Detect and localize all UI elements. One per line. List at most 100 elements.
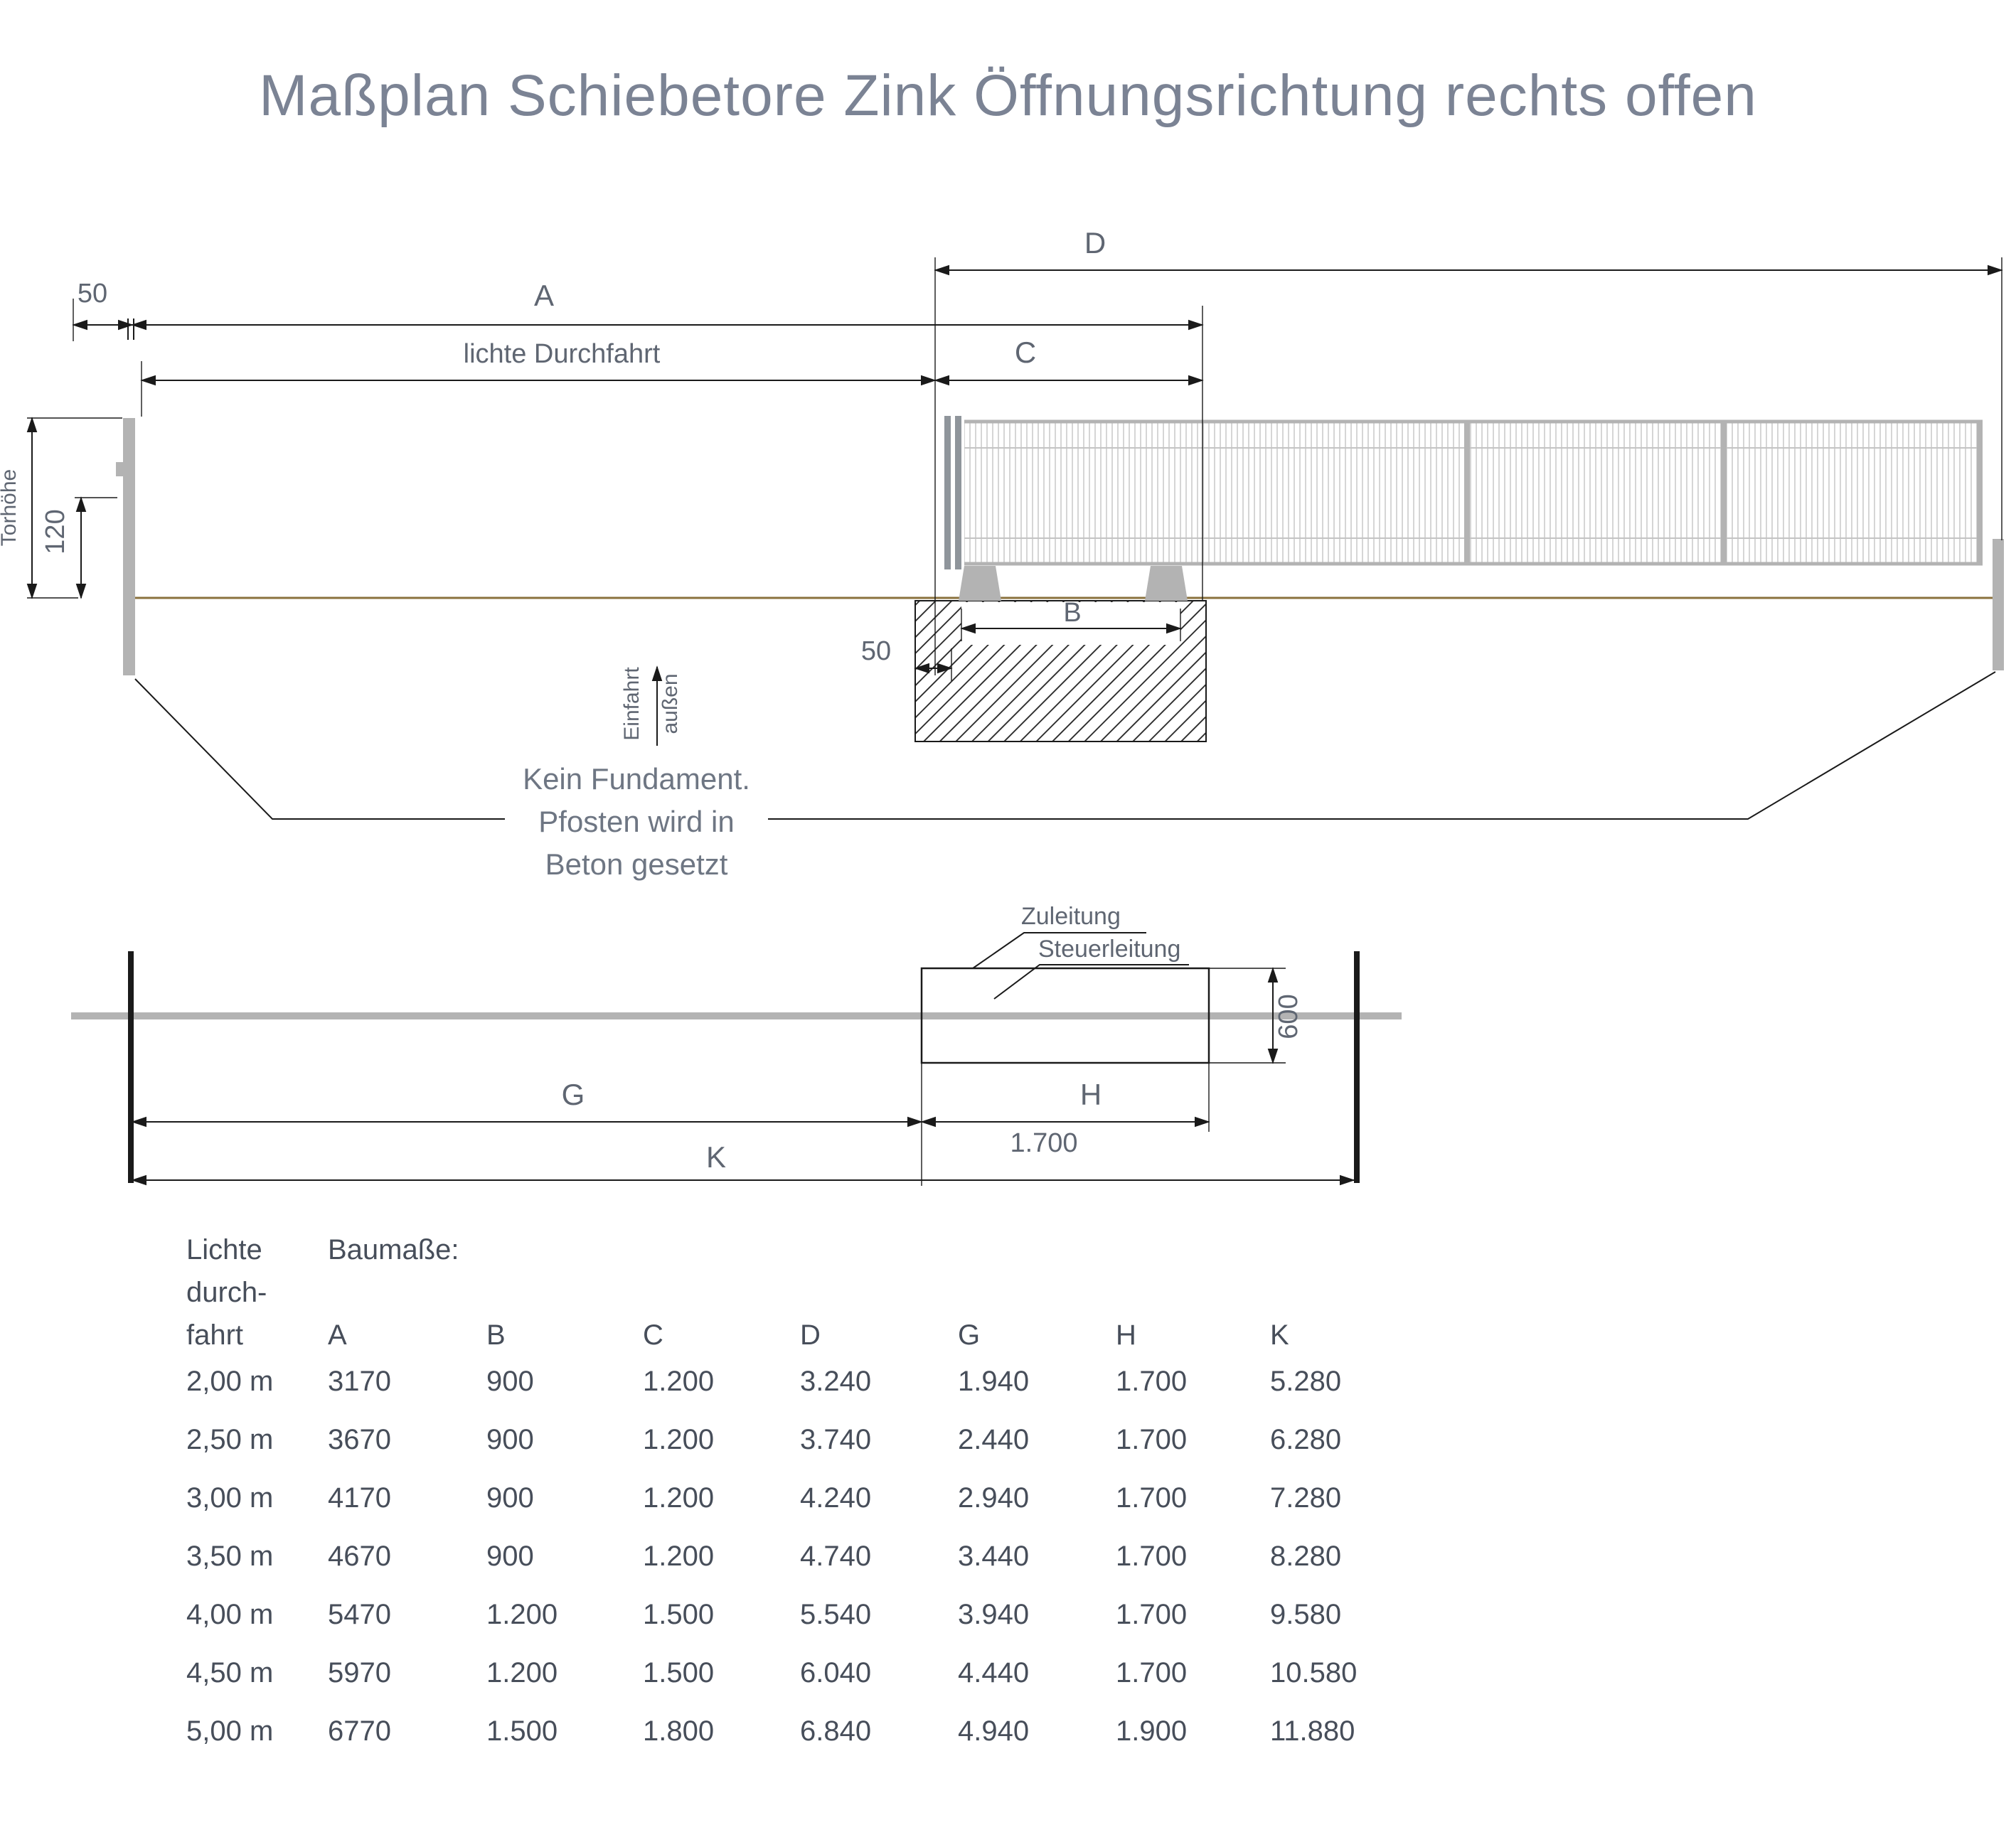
dimension-lichte-durchfahrt: lichte Durchfahrt [140, 339, 937, 417]
table-row: 4,50 m 5970 1.200 1.500 6.040 4.440 1.70… [186, 1631, 1448, 1689]
cell-G: 3.940 [958, 1599, 1030, 1630]
dimension-50-top: 50 [72, 279, 134, 341]
dimension-50-foundation: 50 [861, 636, 953, 681]
dimension-torhoehe: Torhöhe [0, 417, 122, 599]
table-col1-header: Lichte [186, 1234, 262, 1265]
cell-A: 6770 [328, 1715, 391, 1747]
table-row: 2,00 m 3170 900 1.200 3.240 1.940 1.700 … [186, 1351, 1448, 1398]
page-title: Maßplan Schiebetore Zink Öffnungsrichtun… [259, 63, 1757, 128]
cell-H: 1.700 [1116, 1599, 1188, 1630]
dim-A-label: A [534, 279, 554, 312]
dim-C-label: C [1015, 336, 1036, 369]
table-row: 3,00 m 4170 900 1.200 4.240 2.940 1.700 … [186, 1456, 1448, 1514]
cell-H: 1.700 [1116, 1482, 1188, 1514]
plan-right-post [1354, 951, 1360, 1183]
table-col1-header: durch- [186, 1277, 267, 1308]
cell-lichte-durchfahrt: 4,00 m [186, 1599, 274, 1630]
baumasse-header: Baumaße: [328, 1234, 459, 1265]
dim-G-label: G [562, 1078, 585, 1111]
table-row: 3,50 m 4670 900 1.200 4.740 3.440 1.700 … [186, 1514, 1448, 1573]
dimension-C: C [934, 336, 1204, 386]
dimension-K: K [131, 1140, 1355, 1186]
note-line-3: Beton gesetzt [545, 847, 728, 881]
cell-C: 1.200 [643, 1366, 715, 1397]
note-line-2: Pfosten wird in [538, 805, 734, 838]
col-header-C: C [643, 1319, 663, 1351]
cell-B: 900 [486, 1541, 534, 1572]
cell-D: 5.540 [800, 1599, 872, 1630]
gate-frame-end [1977, 420, 1983, 565]
cell-A: 4670 [328, 1541, 391, 1572]
dim-120-label: 120 [41, 509, 70, 554]
col-header-B: B [486, 1319, 506, 1351]
gate-guide-post [955, 416, 961, 569]
aussen-label: außen [658, 673, 682, 734]
dim-B-label: B [1063, 598, 1081, 628]
cell-C: 1.200 [643, 1482, 715, 1514]
foundation-note: Kein Fundament. Pfosten wird in Beton ge… [134, 671, 1996, 881]
cell-lichte-durchfahrt: 2,50 m [186, 1424, 274, 1455]
cell-H: 1.700 [1116, 1541, 1188, 1572]
sliding-gate [944, 416, 1983, 601]
dimension-A: A [131, 279, 1204, 601]
dim-50-foundation-label: 50 [861, 636, 891, 666]
cell-lichte-durchfahrt: 4,50 m [186, 1657, 274, 1688]
note-line-1: Kein Fundament. [523, 762, 750, 796]
cell-H: 1.700 [1116, 1657, 1188, 1688]
gate-guide-post [944, 416, 951, 569]
table-row: 4,00 m 5470 1.200 1.500 5.540 3.940 1.70… [186, 1573, 1448, 1631]
cell-G: 2.940 [958, 1482, 1030, 1514]
cell-B: 900 [486, 1482, 534, 1514]
foundation-block [914, 600, 1207, 742]
einfahrt-label: Einfahrt [620, 667, 644, 741]
cell-D: 4.740 [800, 1541, 872, 1572]
cell-lichte-durchfahrt: 2,00 m [186, 1366, 274, 1397]
col-header-D: D [800, 1319, 821, 1351]
cell-K: 9.580 [1270, 1599, 1342, 1630]
steuerleitung-label: Steuerleitung [1038, 936, 1180, 963]
cell-G: 3.440 [958, 1541, 1030, 1572]
einfahrt-aussen-indicator: Einfahrt außen [620, 665, 682, 746]
cell-C: 1.200 [643, 1541, 715, 1572]
dim-600-label: 600 [1274, 994, 1303, 1039]
dimension-G: G [131, 1063, 923, 1186]
dim-1700-label: 1.700 [1010, 1128, 1077, 1158]
cell-H: 1.700 [1116, 1366, 1188, 1397]
gate-frame-divider [1721, 420, 1727, 565]
cell-B: 1.200 [486, 1599, 558, 1630]
dim-lichte-durchfahrt-label: lichte Durchfahrt [464, 339, 661, 369]
col-header-A: A [328, 1319, 347, 1351]
dim-K-label: K [706, 1140, 726, 1174]
cell-A: 5470 [328, 1599, 391, 1630]
cell-C: 1.200 [643, 1424, 715, 1455]
cell-A: 3670 [328, 1424, 391, 1455]
cell-K: 10.580 [1270, 1657, 1358, 1688]
cell-B: 1.200 [486, 1657, 558, 1688]
cell-C: 1.500 [643, 1599, 715, 1630]
col-header-G: G [958, 1319, 981, 1351]
plan-foundation-rect [920, 967, 1210, 1064]
dimension-table: Lichte Baumaße: durch- fahrt A B C D G H… [186, 1224, 1448, 1747]
cell-G: 4.940 [958, 1715, 1030, 1747]
cell-K: 11.880 [1270, 1715, 1355, 1747]
cell-D: 4.240 [800, 1482, 872, 1514]
plan-left-post [128, 951, 134, 1183]
cell-B: 1.500 [486, 1715, 558, 1747]
cell-lichte-durchfahrt: 5,00 m [186, 1715, 274, 1747]
dim-H-label: H [1080, 1078, 1102, 1111]
gate-carriage [959, 566, 1001, 601]
gate-carriage [1145, 566, 1188, 601]
table-row: 2,50 m 3670 900 1.200 3.740 2.440 1.700 … [186, 1398, 1448, 1456]
left-post [116, 318, 135, 675]
cell-G: 1.940 [958, 1366, 1030, 1397]
dimension-600: 600 [1209, 967, 1303, 1064]
cell-D: 6.840 [800, 1715, 872, 1747]
dimension-B: B [960, 598, 1182, 641]
cell-G: 2.440 [958, 1424, 1030, 1455]
cell-H: 1.700 [1116, 1424, 1188, 1455]
cell-A: 3170 [328, 1366, 391, 1397]
col-header-K: K [1270, 1319, 1289, 1351]
cell-B: 900 [486, 1424, 534, 1455]
dim-D-label: D [1084, 226, 1106, 259]
cell-lichte-durchfahrt: 3,50 m [186, 1541, 274, 1572]
